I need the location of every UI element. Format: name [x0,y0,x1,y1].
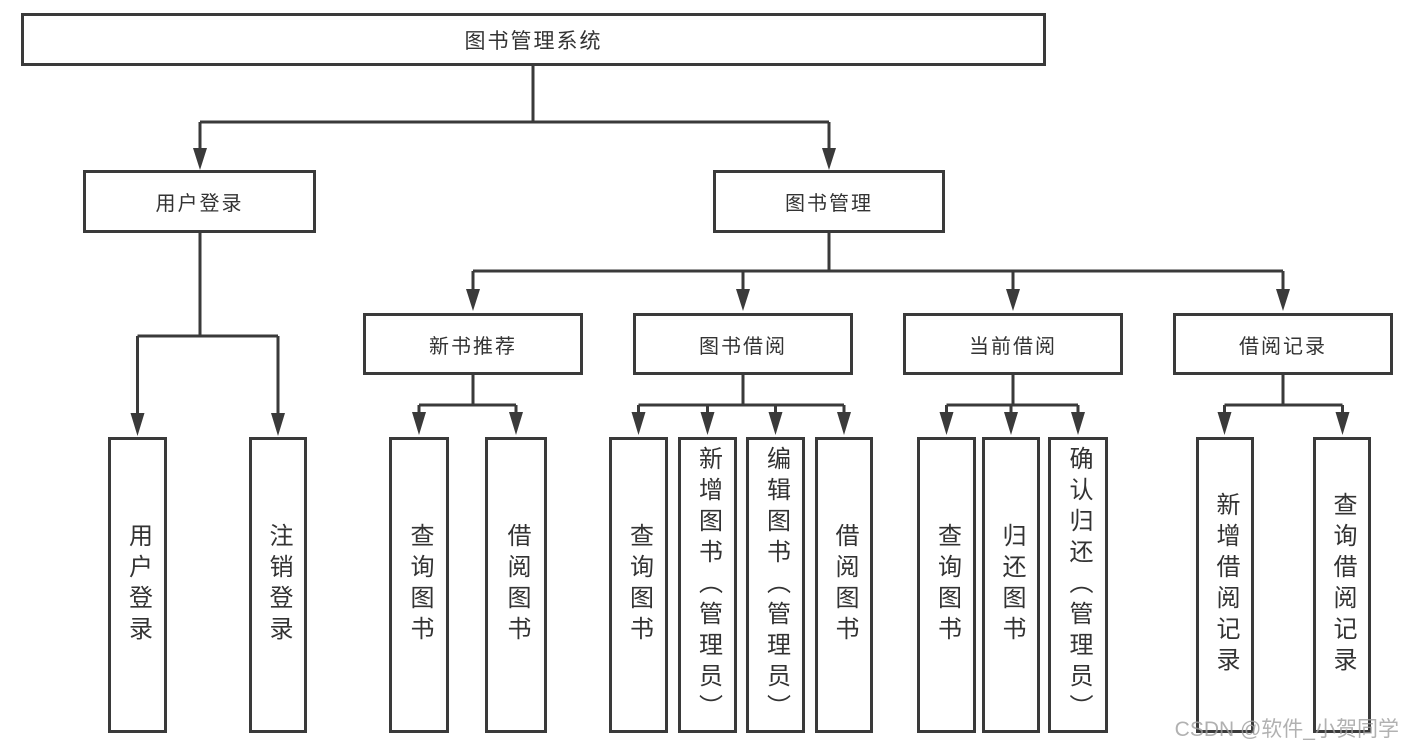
leaf-query-books-borrowing-label: 查询图书 [625,523,653,647]
leaf-user-login: 用户登录 [108,437,167,733]
leaf-confirm-return-admin: 确认归还（管理员） [1048,437,1108,733]
leaf-logout-label: 注销登录 [265,523,292,647]
watermark: CSDN @软件_小贺同学 [1174,718,1399,741]
leaf-query-books-current-label: 查询图书 [933,523,961,647]
node-borrowing-records-label: 借阅记录 [1239,335,1327,358]
node-current-borrowing: 当前借阅 [903,313,1123,375]
leaf-return-books-label: 归还图书 [998,523,1025,647]
leaf-add-borrow-record-label: 新增借阅记录 [1212,492,1239,678]
node-new-book-recommend-label: 新书推荐 [429,335,517,358]
leaf-add-book-admin-label: 新增图书（管理员） [694,445,722,725]
leaf-borrow-books-label: 借阅图书 [831,523,858,647]
leaf-query-borrow-record-label: 查询借阅记录 [1329,492,1356,678]
node-library-system: 图书管理系统 [21,13,1046,66]
leaf-add-borrow-record: 新增借阅记录 [1196,437,1254,733]
leaf-query-books-borrowing: 查询图书 [609,437,668,733]
branch-lines [136,66,1344,414]
arrowheads [130,148,1350,436]
node-book-management: 图书管理 [713,170,945,233]
node-book-borrowing: 图书借阅 [633,313,853,375]
leaf-edit-book-admin-label: 编辑图书（管理员） [762,445,790,725]
leaf-query-books-current: 查询图书 [917,437,976,733]
node-borrowing-records: 借阅记录 [1173,313,1393,375]
leaf-borrow-books-recommend: 借阅图书 [485,437,547,733]
leaf-query-borrow-record: 查询借阅记录 [1313,437,1371,733]
leaf-logout: 注销登录 [249,437,307,733]
node-user-login: 用户登录 [83,170,316,233]
node-library-system-label: 图书管理系统 [464,29,603,53]
node-new-book-recommend: 新书推荐 [363,313,583,375]
node-user-login-label: 用户登录 [155,193,244,215]
leaf-query-books-recommend: 查询图书 [389,437,449,733]
leaf-confirm-return-admin-label: 确认归还（管理员） [1065,445,1092,725]
node-current-borrowing-label: 当前借阅 [969,335,1057,358]
leaf-edit-book-admin: 编辑图书（管理员） [746,437,805,733]
leaf-borrow-books: 借阅图书 [815,437,873,733]
node-book-management-label: 图书管理 [785,193,873,215]
node-book-borrowing-label: 图书借阅 [699,335,787,358]
leaf-add-book-admin: 新增图书（管理员） [678,437,737,733]
leaf-user-login-label: 用户登录 [124,523,152,647]
leaf-return-books: 归还图书 [982,437,1040,733]
leaf-borrow-books-recommend-label: 借阅图书 [503,523,530,647]
leaf-query-books-recommend-label: 查询图书 [406,523,433,647]
